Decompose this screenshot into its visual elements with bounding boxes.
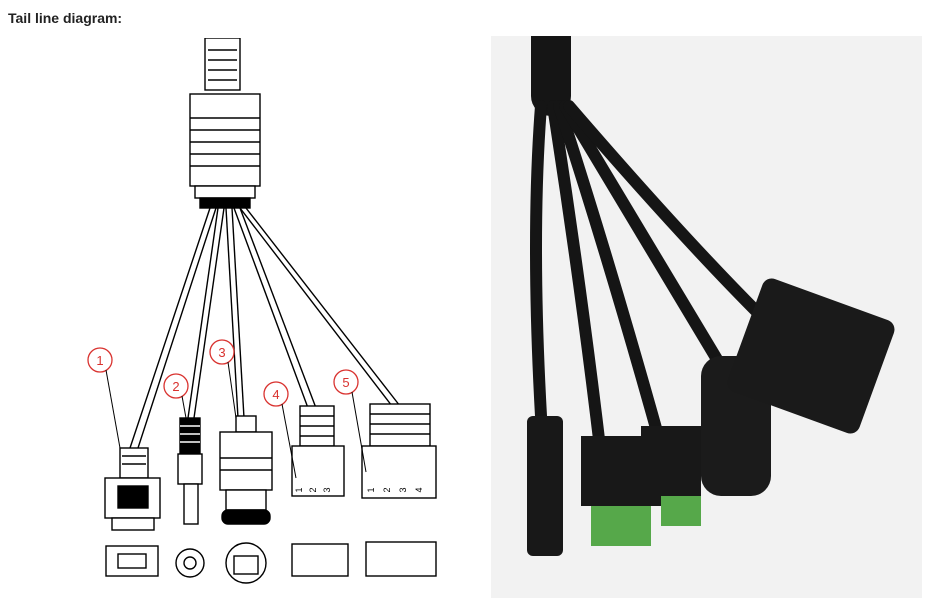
callout-circle-3 [209,339,235,365]
terminal-large-pin-4: 4 [414,487,424,492]
terminal-small-pin-2: 2 [308,487,318,492]
callout-circle-1 [87,347,113,373]
terminal-small-pin-1: 1 [294,487,304,492]
callout-1: 1 [96,353,103,368]
callout-circle-2 [163,373,189,399]
terminal-large-pin-2: 2 [382,487,392,492]
tail-line-diagram: 1 2 3 4 5 1 2 3 1 2 3 4 [87,38,437,584]
callout-4: 4 [272,387,279,402]
callout-5: 5 [342,375,349,390]
callout-circle-4 [263,381,289,407]
product-photo [491,36,922,598]
terminal-large-pin-1: 1 [366,487,376,492]
terminal-large-pin-3: 3 [398,487,408,492]
callout-3: 3 [218,345,225,360]
callout-circle-5 [333,369,359,395]
page-heading: Tail line diagram: [8,10,123,26]
terminal-small-pin-3: 3 [322,487,332,492]
callout-2: 2 [172,379,179,394]
